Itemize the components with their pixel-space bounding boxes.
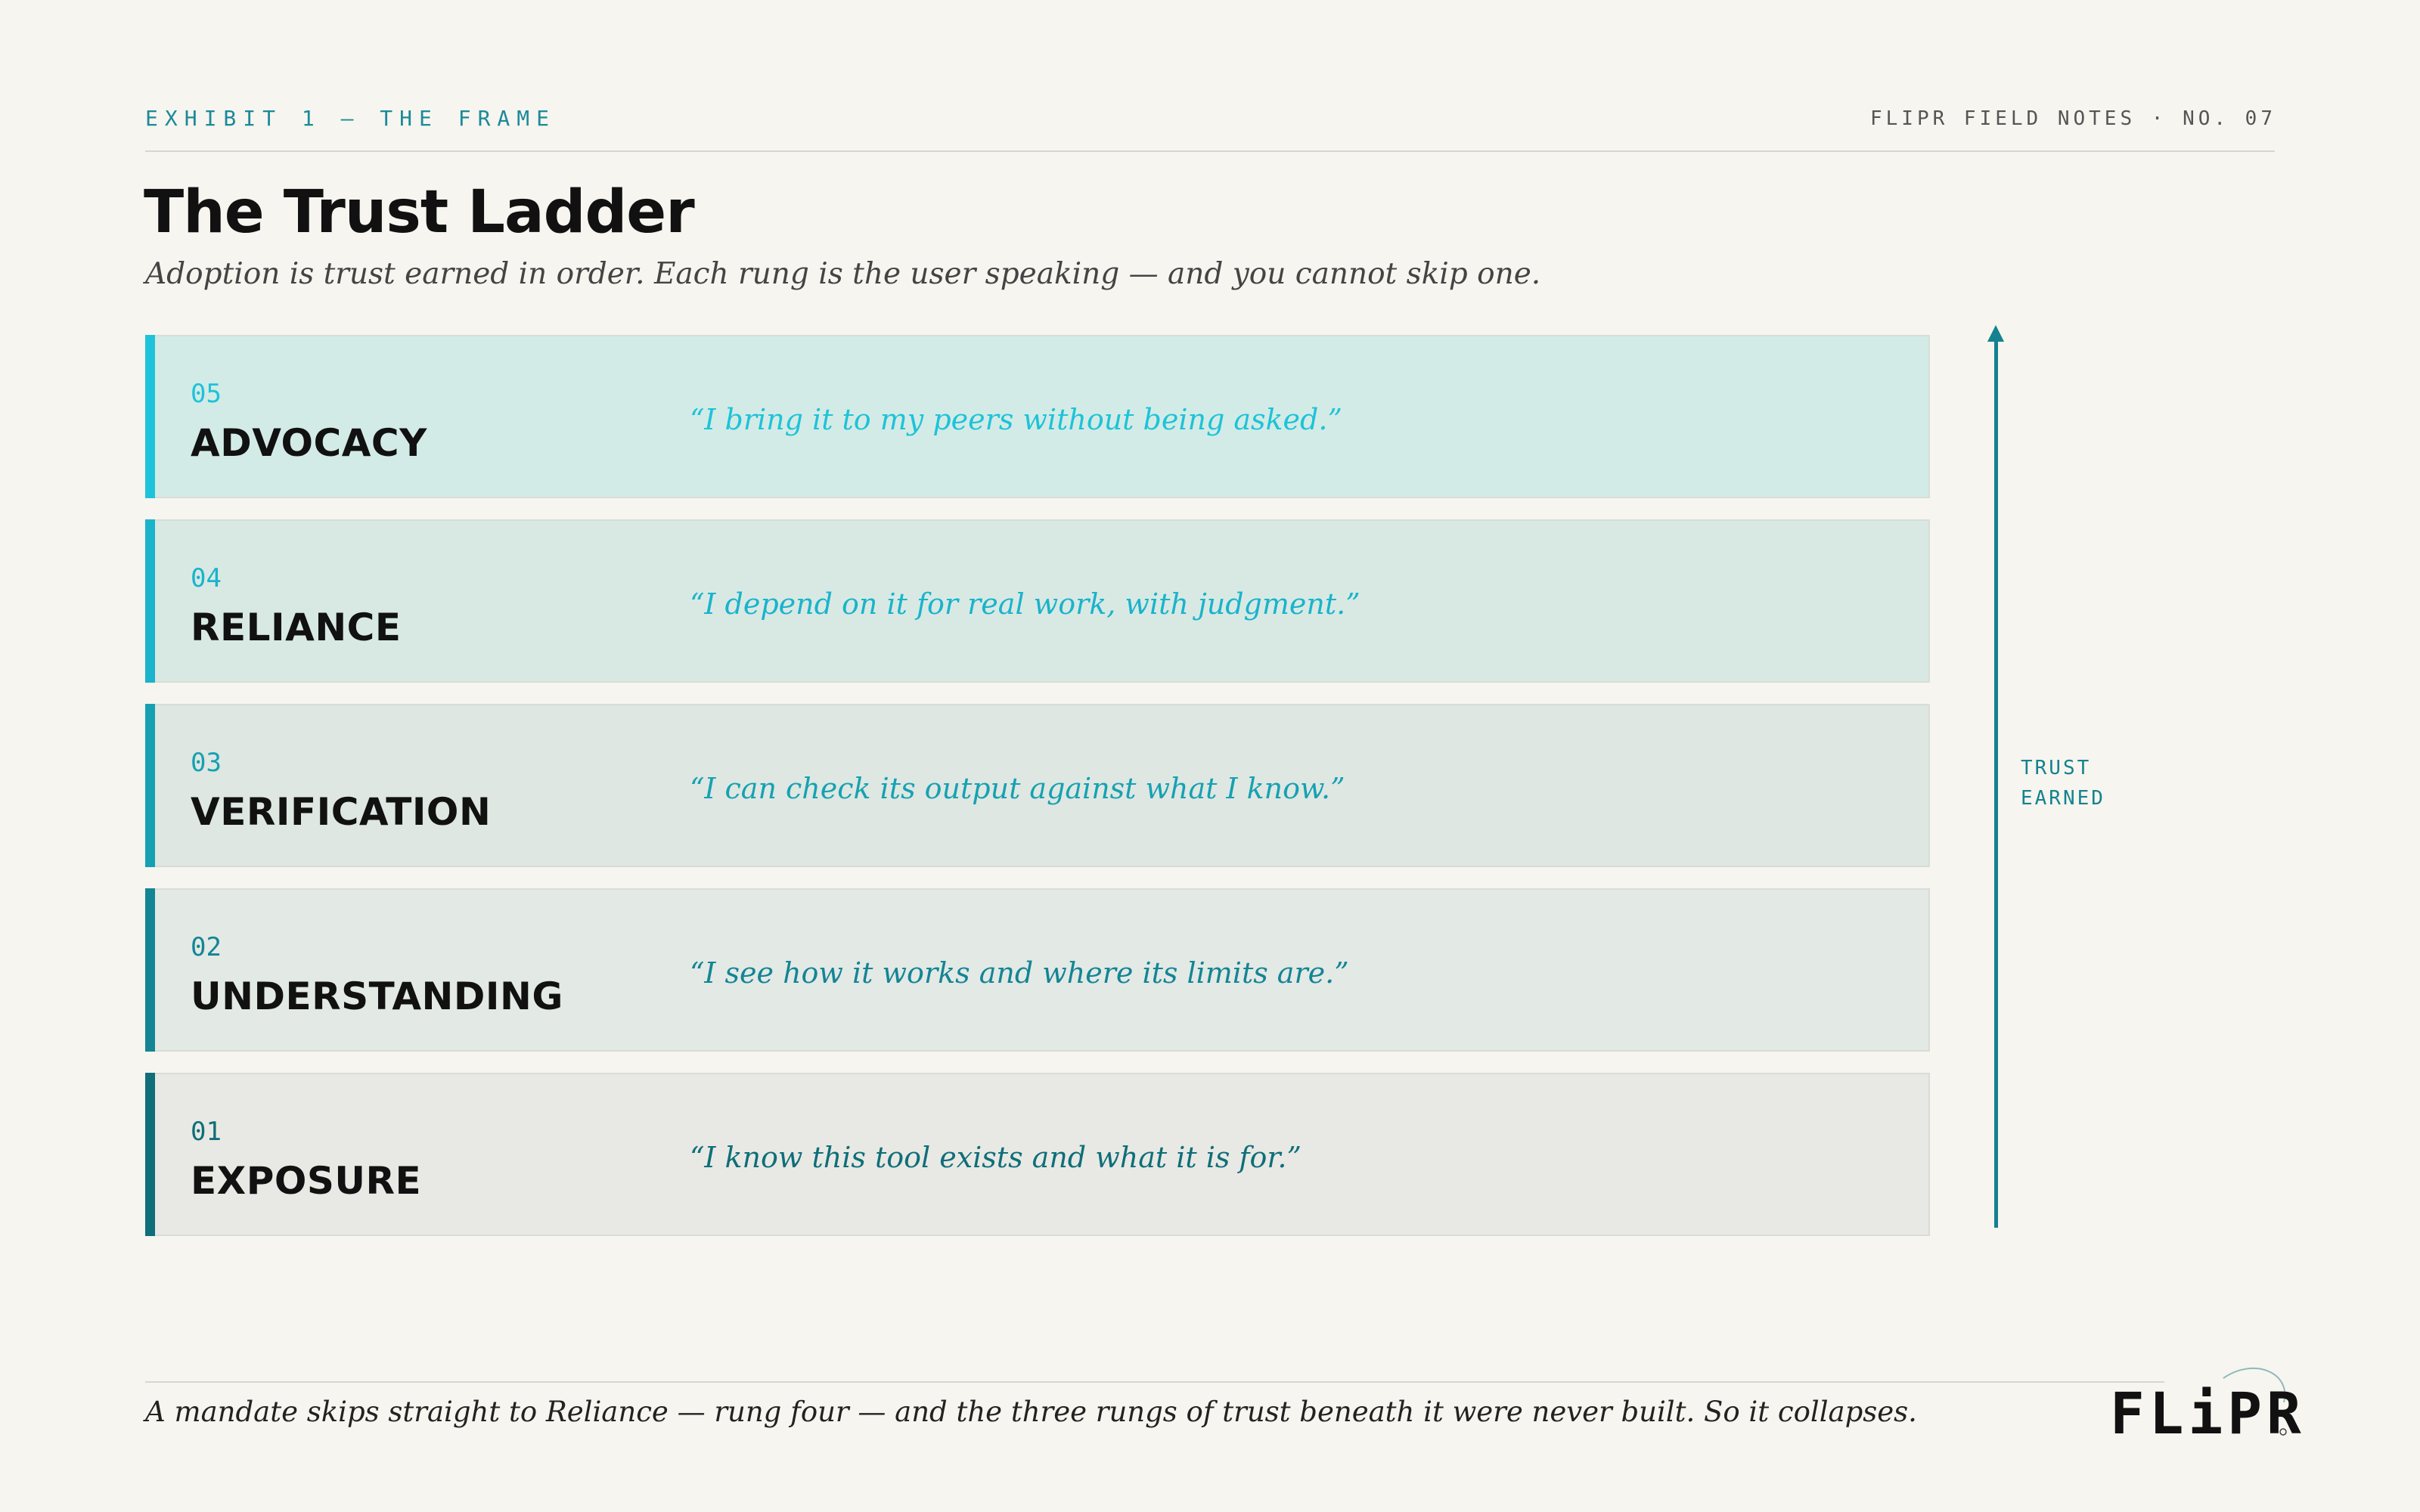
rung-quote: “I bring it to my peers without being as… — [690, 403, 1342, 436]
arrow-up-icon — [1987, 325, 2004, 342]
trust-arrow-line — [1994, 337, 1998, 1228]
trust-arrow-label-line1: TRUST — [2021, 757, 2092, 779]
rung-accent-bar — [145, 1073, 155, 1236]
exhibit-label: EXHIBIT 1 — THE FRAME — [145, 106, 557, 131]
rung-accent-bar — [145, 704, 155, 867]
rung-name: VERIFICATION — [191, 790, 492, 834]
trust-arrow-label: TRUST EARNED — [2021, 753, 2105, 813]
rung-name: ADVOCACY — [191, 421, 427, 465]
logo-wordmark: FLiPR — [2110, 1380, 2306, 1447]
rung-accent-bar — [145, 519, 155, 683]
rung-advocacy: 05 ADVOCACY “I bring it to my peers with… — [145, 335, 1930, 498]
logo-swoosh-icon — [2223, 1367, 2287, 1436]
header-divider — [145, 150, 2275, 152]
rung-accent-bar — [145, 335, 155, 498]
footer-divider — [145, 1381, 2164, 1383]
rung-name: EXPOSURE — [191, 1159, 422, 1203]
rung-accent-bar — [145, 888, 155, 1052]
series-label: FLIPR FIELD NOTES · NO. 07 — [1870, 107, 2276, 130]
rung-number: 04 — [191, 563, 222, 593]
rung-quote: “I see how it works and where its limits… — [690, 956, 1349, 990]
rung-verification: 03 VERIFICATION “I can check its output … — [145, 704, 1930, 867]
rung-number: 03 — [191, 748, 222, 778]
footnote: A mandate skips straight to Reliance — r… — [145, 1396, 1917, 1428]
rung-quote: “I depend on it for real work, with judg… — [690, 587, 1360, 621]
rung-number: 01 — [191, 1117, 222, 1147]
trust-ladder: 05 ADVOCACY “I bring it to my peers with… — [145, 335, 1930, 1257]
rung-understanding: 02 UNDERSTANDING “I see how it works and… — [145, 888, 1930, 1052]
rung-number: 05 — [191, 379, 222, 409]
rung-quote: “I know this tool exists and what it is … — [690, 1141, 1302, 1174]
trust-arrow-label-line2: EARNED — [2021, 787, 2105, 810]
page-title: The Trust Ladder — [144, 178, 695, 246]
rung-name: UNDERSTANDING — [191, 974, 563, 1018]
rung-quote: “I can check its output against what I k… — [690, 772, 1345, 805]
rung-name: RELIANCE — [191, 606, 402, 649]
rung-reliance: 04 RELIANCE “I depend on it for real wor… — [145, 519, 1930, 683]
rung-number: 02 — [191, 932, 222, 962]
flipr-logo: FLiPR — [2110, 1357, 2301, 1448]
rung-exposure: 01 EXPOSURE “I know this tool exists and… — [145, 1073, 1930, 1236]
page-subtitle: Adoption is trust earned in order. Each … — [145, 257, 1541, 291]
